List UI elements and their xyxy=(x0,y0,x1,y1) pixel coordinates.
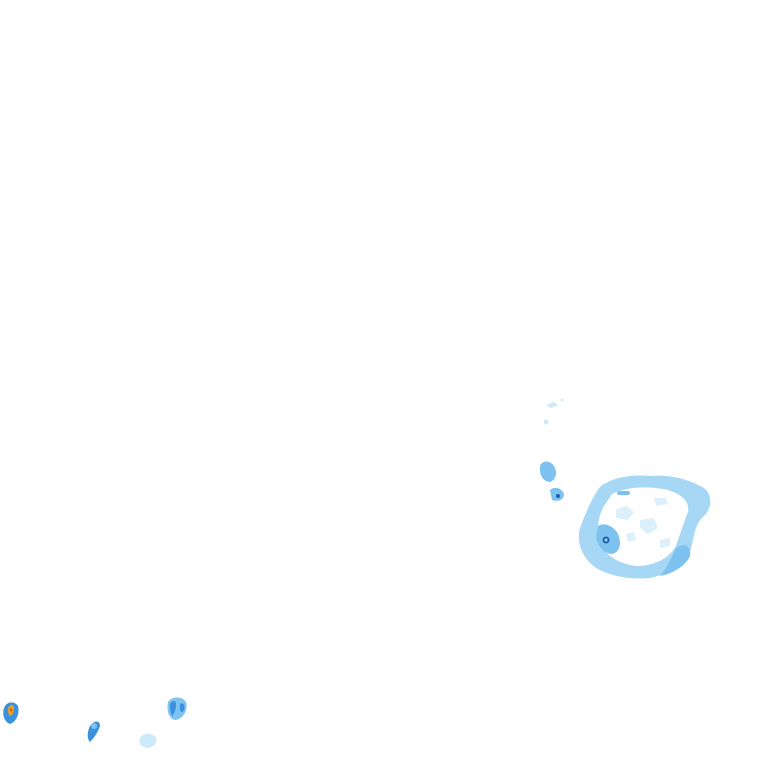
cell-north-fleck xyxy=(546,402,558,408)
ring-inner-scatter xyxy=(616,498,670,548)
cell-east-upper xyxy=(540,461,557,482)
cell-sw-mid-light xyxy=(91,723,97,729)
cell-north-dot-2 xyxy=(560,398,564,402)
cell-north-dot xyxy=(543,419,549,425)
southwest-cells xyxy=(3,697,187,748)
cell-sw-center-core xyxy=(170,701,185,716)
cell-sw-south-dot xyxy=(146,740,150,744)
cell-sw-edge-peak xyxy=(9,708,13,712)
ring-bar xyxy=(617,491,630,495)
ring-southeast-edge xyxy=(660,545,691,576)
east-ring-cell xyxy=(578,475,711,579)
east-small-cells xyxy=(540,398,564,501)
cell-east-lower-core xyxy=(556,494,560,498)
ring-core-center xyxy=(604,538,608,542)
